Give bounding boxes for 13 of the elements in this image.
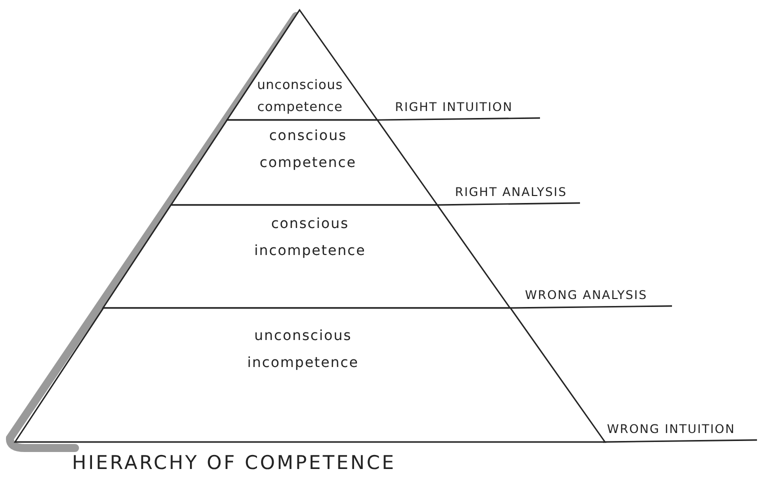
level-label: conscious incompetence: [253, 215, 367, 261]
level-label: conscious competence: [258, 127, 358, 173]
pyramid-level: [103, 205, 510, 308]
pyramid-level: [15, 308, 605, 442]
level-label: unconscious incompetence: [246, 327, 360, 373]
pyramid-level: [227, 10, 378, 120]
level-outcome-label: WRONG ANALYSIS: [525, 288, 648, 302]
level-label: unconscious competence: [256, 77, 344, 117]
level-outcome-label: WRONG INTUITION: [607, 422, 736, 436]
level-outcome-label: RIGHT INTUITION: [395, 100, 513, 114]
level-outcome-label: RIGHT ANALYSIS: [455, 185, 567, 199]
diagram-title: HIERARCHY OF COMPETENCE: [72, 452, 396, 474]
pyramid-level: [171, 120, 438, 205]
